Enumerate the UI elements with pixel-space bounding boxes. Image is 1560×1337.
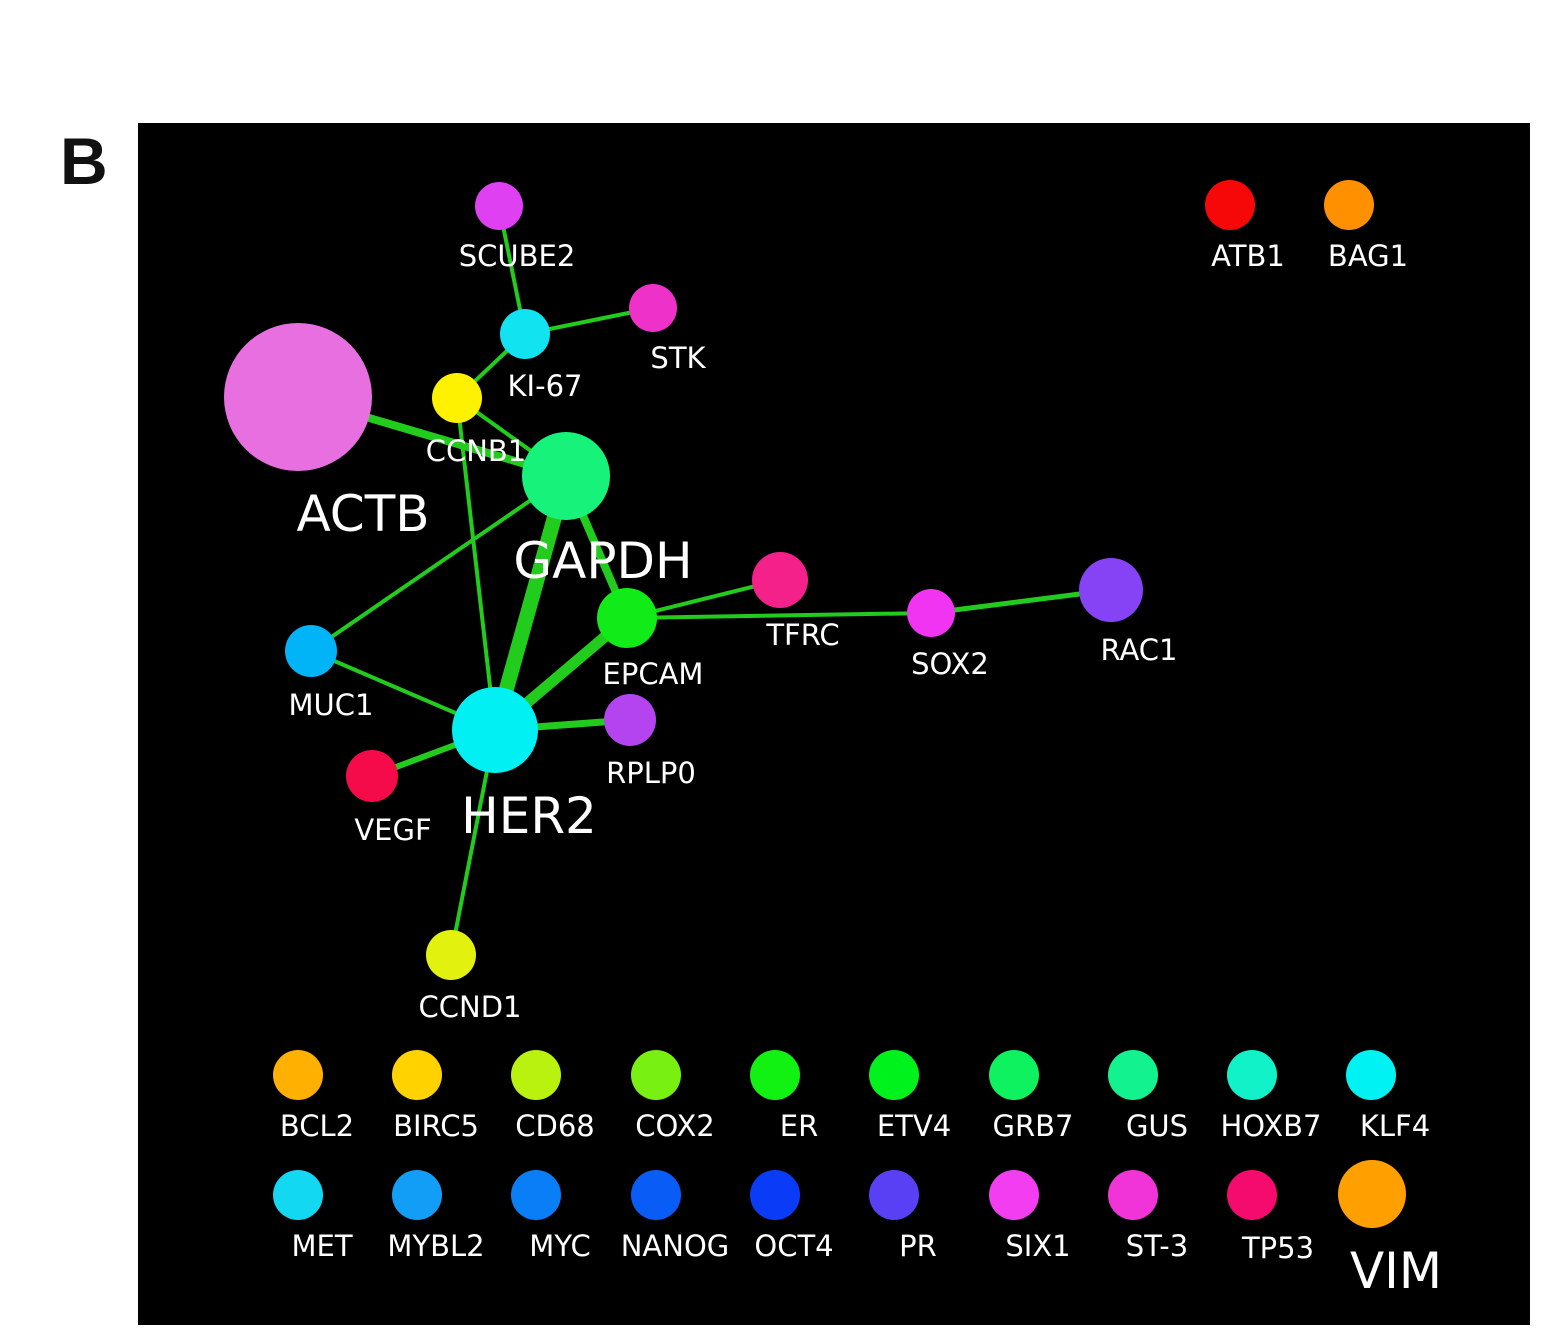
diagram-background (138, 123, 1530, 1325)
node-label-etv4: ETV4 (877, 1109, 951, 1143)
node-grb7 (989, 1050, 1039, 1100)
edge-gapdh-muc1 (309, 474, 568, 653)
node-gapdh (522, 432, 610, 520)
node-six1 (989, 1170, 1039, 1220)
node-label-st-3: ST-3 (1126, 1229, 1188, 1263)
node-label-met: MET (291, 1229, 352, 1263)
node-ccnd1 (426, 930, 476, 980)
node-pr (869, 1170, 919, 1220)
node-hoxb7 (1227, 1050, 1277, 1100)
node-bag1 (1324, 180, 1374, 230)
node-label-gus: GUS (1126, 1109, 1188, 1143)
node-stk (629, 284, 677, 332)
node-label-tp53: TP53 (1241, 1231, 1314, 1265)
node-label-tfrc: TFRC (765, 618, 839, 652)
node-mybl2 (392, 1170, 442, 1220)
node-st-3 (1108, 1170, 1158, 1220)
node-label-mybl2: MYBL2 (387, 1229, 484, 1263)
node-label-oct4: OCT4 (754, 1229, 833, 1263)
node-label-cox2: COX2 (635, 1109, 715, 1143)
node-sox2 (907, 589, 955, 637)
node-label-myc: MYC (529, 1229, 590, 1263)
panel-label: B (60, 124, 108, 198)
node-label-ccnd1: CCND1 (419, 990, 522, 1024)
node-cox2 (631, 1050, 681, 1100)
edge-ccnb1-her2 (455, 396, 497, 732)
node-label-actb: ACTB (296, 485, 429, 543)
node-label-sox2: SOX2 (911, 647, 989, 681)
node-vegf (346, 750, 398, 802)
node-muc1 (285, 625, 337, 677)
node-label-bcl2: BCL2 (280, 1109, 354, 1143)
node-birc5 (392, 1050, 442, 1100)
node-label-cd68: CD68 (515, 1109, 594, 1143)
edge-epcam-sox2 (625, 611, 933, 620)
node-her2 (452, 687, 538, 773)
node-label-grb7: GRB7 (993, 1109, 1074, 1143)
node-label-stk: STK (650, 341, 706, 375)
node-rplp0 (604, 694, 656, 746)
node-label-gapdh: GAPDH (513, 532, 692, 590)
node-ccnb1 (432, 373, 482, 423)
node-nanog (631, 1170, 681, 1220)
node-scube2 (475, 182, 523, 230)
node-label-muc1: MUC1 (289, 688, 374, 722)
node-label-ki-67: KI-67 (508, 369, 583, 403)
node-label-er: ER (780, 1109, 818, 1143)
node-label-atb1: ATB1 (1211, 239, 1285, 273)
node-cd68 (511, 1050, 561, 1100)
node-vim (1338, 1160, 1406, 1228)
node-epcam (597, 588, 657, 648)
node-actb (224, 323, 372, 471)
node-label-hoxb7: HOXB7 (1221, 1109, 1322, 1143)
node-label-six1: SIX1 (1005, 1229, 1070, 1263)
node-label-bag1: BAG1 (1328, 239, 1408, 273)
node-gus (1108, 1050, 1158, 1100)
node-tfrc (752, 552, 808, 608)
node-rac1 (1079, 558, 1143, 622)
node-label-rplp0: RPLP0 (606, 756, 696, 790)
node-label-birc5: BIRC5 (393, 1109, 479, 1143)
node-met (273, 1170, 323, 1220)
node-myc (511, 1170, 561, 1220)
node-etv4 (869, 1050, 919, 1100)
node-label-nanog: NANOG (621, 1229, 730, 1263)
node-ki-67 (500, 309, 550, 359)
node-atb1 (1205, 180, 1255, 230)
node-label-vim: VIM (1350, 1242, 1442, 1300)
node-label-ccnb1: CCNB1 (426, 434, 527, 468)
node-tp53 (1227, 1170, 1277, 1220)
node-label-pr: PR (899, 1229, 937, 1263)
node-er (750, 1050, 800, 1100)
node-label-epcam: EPCAM (603, 657, 704, 691)
node-label-klf4: KLF4 (1360, 1109, 1430, 1143)
node-label-her2: HER2 (461, 787, 597, 845)
node-label-rac1: RAC1 (1100, 633, 1177, 667)
node-layer (224, 180, 1406, 1228)
node-bcl2 (273, 1050, 323, 1100)
node-oct4 (750, 1170, 800, 1220)
node-label-vegf: VEGF (354, 813, 431, 847)
node-label-scube2: SCUBE2 (459, 239, 576, 273)
node-klf4 (1346, 1050, 1396, 1100)
